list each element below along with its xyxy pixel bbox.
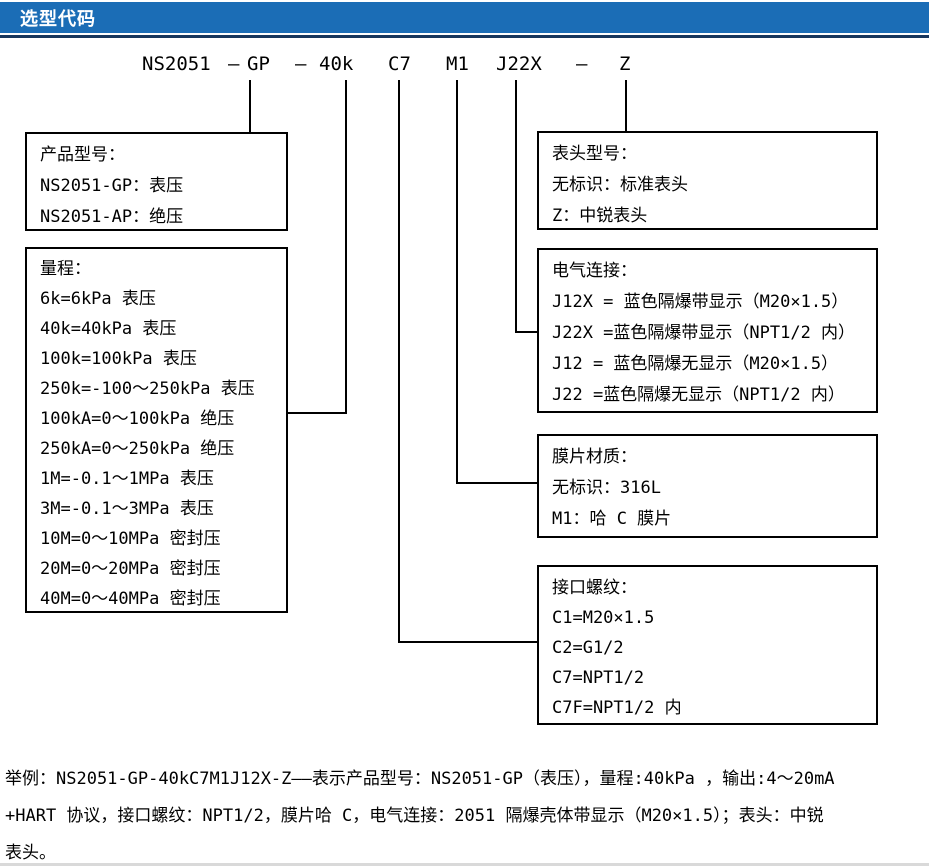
box-line: 100kA=0～100kPa 绝压 bbox=[40, 409, 235, 429]
box-line: C7F=NPT1/2 内 bbox=[552, 698, 682, 718]
connector-range-vertical bbox=[345, 80, 347, 414]
diaphragm-material-box: 膜片材质： 无标识：316L M1：哈 C 膜片 bbox=[537, 434, 878, 538]
connector-head-vertical bbox=[625, 80, 627, 131]
code-segment-thread: C7 bbox=[388, 53, 411, 75]
box-line: C7=NPT1/2 bbox=[552, 668, 645, 688]
box-line: J12X = 蓝色隔爆带显示（M20×1.5） bbox=[552, 292, 849, 312]
header-underline bbox=[0, 35, 929, 38]
example-line: 举例：NS2051-GP-40kC7M1J12X-Z——表示产品型号：NS205… bbox=[5, 769, 835, 789]
box-title: 表头型号： bbox=[552, 144, 637, 164]
box-line: 250k=-100～250kPa 表压 bbox=[40, 379, 255, 399]
connector-electrical-horizontal bbox=[515, 331, 537, 333]
connector-range-horizontal bbox=[287, 412, 347, 414]
code-dash: – bbox=[228, 53, 240, 75]
box-line: 1M=-0.1～1MPa 表压 bbox=[40, 469, 214, 489]
connector-diaphragm-vertical bbox=[456, 80, 458, 484]
box-line: 3M=-0.1～3MPa 表压 bbox=[40, 499, 214, 519]
box-title: 膜片材质： bbox=[552, 447, 637, 467]
code-dash: – bbox=[295, 53, 307, 75]
code-segment-head: Z bbox=[619, 53, 631, 75]
example-paragraph: 举例：NS2051-GP-40kC7M1J12X-Z——表示产品型号：NS205… bbox=[5, 761, 925, 866]
example-line: 表头。 bbox=[5, 843, 56, 863]
connector-diaphragm-horizontal bbox=[456, 482, 537, 484]
box-line: NS2051-GP：表压 bbox=[40, 176, 184, 196]
box-line: NS2051-AP：绝压 bbox=[40, 207, 184, 227]
code-segment-diaphragm: M1 bbox=[446, 53, 469, 75]
section-header-bar: 选型代码 bbox=[0, 2, 929, 33]
box-line: C1=M20×1.5 bbox=[552, 608, 655, 628]
box-line: 6k=6kPa 表压 bbox=[40, 289, 156, 309]
box-line: 40k=40kPa 表压 bbox=[40, 319, 177, 339]
section-title: 选型代码 bbox=[20, 8, 96, 29]
code-segment-model: NS2051 bbox=[142, 53, 211, 75]
connector-gp-vertical bbox=[249, 80, 251, 132]
box-line: J22 =蓝色隔爆无显示（NPT1/2 内） bbox=[552, 385, 845, 405]
box-line: J22X =蓝色隔爆带显示（NPT1/2 内） bbox=[552, 323, 856, 343]
box-title: 接口螺纹： bbox=[552, 578, 637, 598]
connector-thread-horizontal bbox=[398, 641, 537, 643]
code-segment-gp: GP bbox=[247, 53, 270, 75]
box-line: 20M=0～20MPa 密封压 bbox=[40, 559, 221, 579]
example-line: +HART 协议，接口螺纹：NPT1/2，膜片哈 C，电气连接：2051 隔爆壳… bbox=[5, 806, 824, 826]
electrical-connection-box: 电气连接： J12X = 蓝色隔爆带显示（M20×1.5） J22X =蓝色隔爆… bbox=[537, 248, 878, 413]
box-title: 产品型号： bbox=[40, 145, 125, 165]
box-line: J12 = 蓝色隔爆无显示（M20×1.5） bbox=[552, 354, 839, 374]
connector-thread-vertical bbox=[398, 80, 400, 643]
code-dash: – bbox=[576, 53, 588, 75]
code-segment-electrical: J22X bbox=[496, 53, 542, 75]
code-segment-range: 40k bbox=[319, 53, 354, 75]
box-line: Z：中锐表头 bbox=[552, 206, 648, 226]
connector-electrical-vertical bbox=[515, 80, 517, 333]
box-line: 100k=100kPa 表压 bbox=[40, 349, 197, 369]
box-title: 电气连接： bbox=[552, 261, 637, 281]
box-line: 无标识：316L bbox=[552, 478, 661, 498]
display-head-box: 表头型号： 无标识：标准表头 Z：中锐表头 bbox=[537, 131, 878, 230]
box-line: M1：哈 C 膜片 bbox=[552, 509, 672, 529]
product-model-box: 产品型号： NS2051-GP：表压 NS2051-AP：绝压 bbox=[25, 132, 288, 231]
box-line: 10M=0～10MPa 密封压 bbox=[40, 529, 221, 549]
box-title: 量程： bbox=[40, 259, 91, 279]
page-bottom-rule bbox=[0, 863, 929, 866]
box-line: C2=G1/2 bbox=[552, 638, 624, 658]
thread-box: 接口螺纹： C1=M20×1.5 C2=G1/2 C7=NPT1/2 C7F=N… bbox=[537, 565, 878, 725]
box-line: 无标识：标准表头 bbox=[552, 175, 688, 195]
range-box: 量程： 6k=6kPa 表压 40k=40kPa 表压 100k=100kPa … bbox=[25, 247, 288, 613]
box-line: 250kA=0～250kPa 绝压 bbox=[40, 439, 235, 459]
box-line: 40M=0～40MPa 密封压 bbox=[40, 589, 221, 609]
